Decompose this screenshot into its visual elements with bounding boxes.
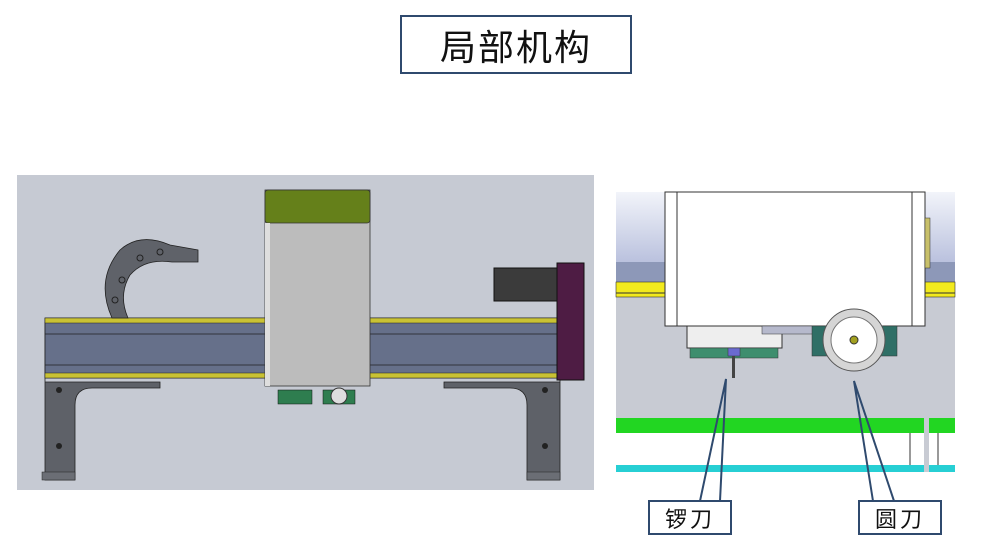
callout-leaders bbox=[699, 378, 895, 502]
circular-blade-label: 圆刀 bbox=[858, 500, 942, 535]
router-bit-label: 锣刀 bbox=[648, 500, 732, 535]
router-chuck bbox=[727, 347, 741, 357]
page-title: 局部机构 bbox=[400, 15, 632, 74]
motor bbox=[493, 267, 558, 302]
right-leg bbox=[443, 322, 561, 481]
tool-detail-image bbox=[615, 191, 956, 472]
head-housing bbox=[664, 191, 926, 327]
end-plate bbox=[556, 262, 585, 381]
left-leg bbox=[44, 322, 161, 481]
cable-chain bbox=[104, 239, 199, 319]
router-bit bbox=[732, 356, 735, 378]
gantry-overview-image bbox=[17, 175, 594, 490]
